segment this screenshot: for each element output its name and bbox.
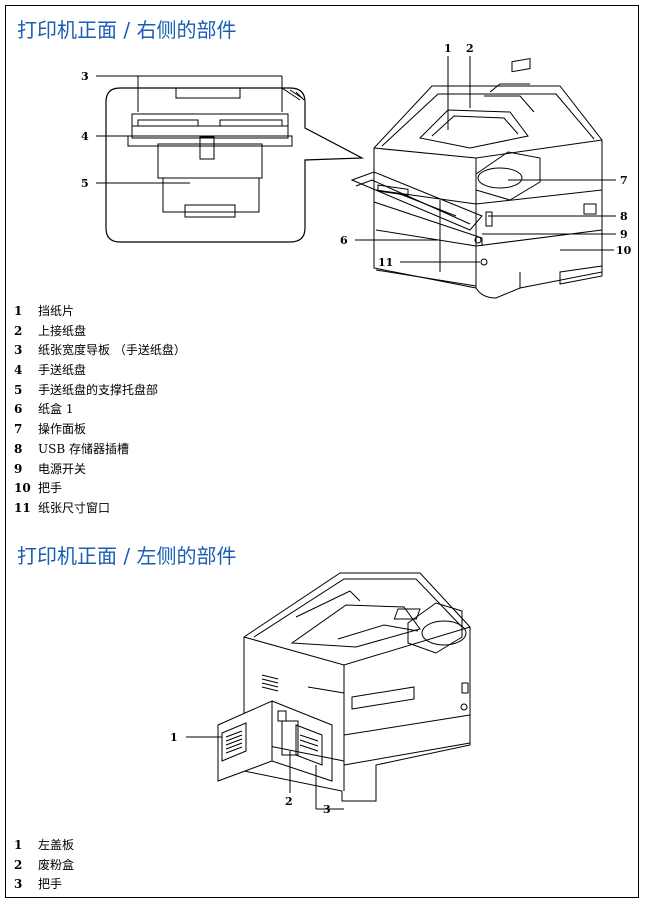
section-title-front-right: 打印机正面 / 右侧的部件 [17,18,237,42]
callout-r-4: 4 [81,130,89,143]
callout-r-8: 8 [620,210,628,223]
callout-r-2: 2 [466,42,474,55]
callout-r-11: 11 [378,256,393,269]
callout-l-2: 2 [285,795,293,808]
callout-l-3: 3 [323,803,331,816]
callout-r-10: 10 [616,244,632,257]
callout-r-1: 1 [444,42,452,55]
callout-r-3: 3 [81,70,89,83]
callout-r-6: 6 [340,234,348,247]
callout-r-7: 7 [620,174,628,187]
printer-front-right-illustration: 1 2 3 4 5 6 7 8 9 10 11 [81,42,632,299]
callout-l-1: 1 [170,731,178,744]
callout-r-5: 5 [81,177,89,190]
callout-r-9: 9 [620,228,628,241]
printer-front-left-illustration: 1 2 3 [170,572,471,816]
page-frame [5,5,639,898]
section-title-front-left: 打印机正面 / 左侧的部件 [17,544,237,568]
